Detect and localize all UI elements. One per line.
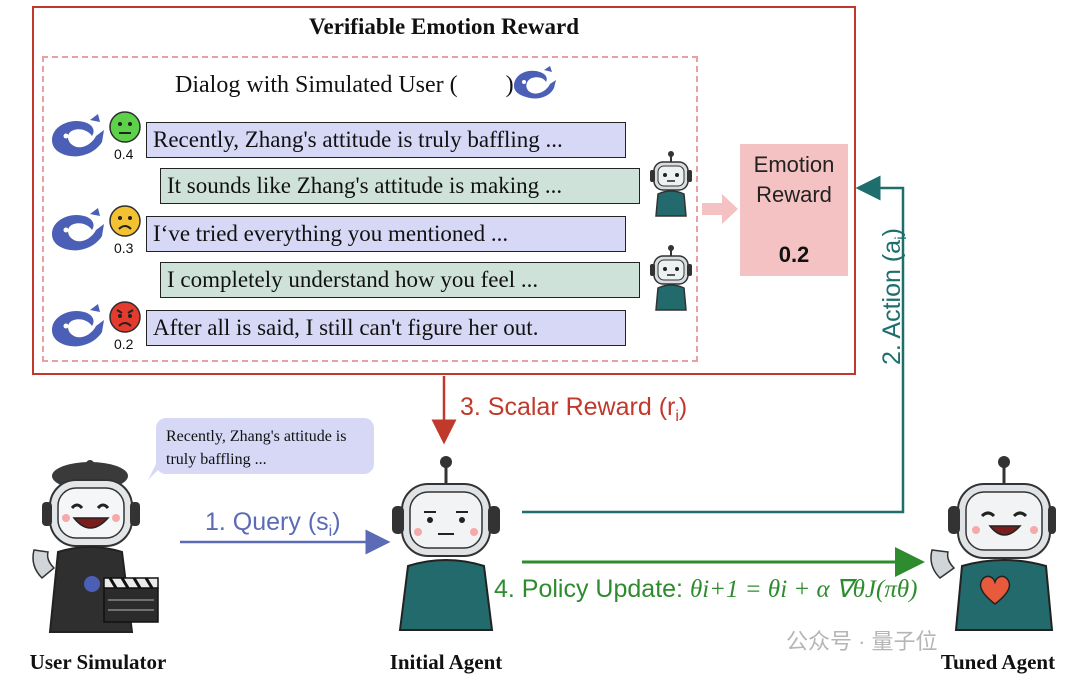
whale-icon: [52, 304, 104, 347]
policy-update-formula: θi+1 = θi + α ∇θJ(πθ): [689, 576, 918, 603]
step-query: 1. Query (si): [205, 508, 341, 540]
robot-icon: [650, 151, 692, 217]
neutral-face-icon: [109, 111, 141, 143]
step-scalar-reward: 3. Scalar Reward (ri): [460, 393, 688, 425]
watermark: 公众号 · 量子位: [786, 629, 938, 654]
user-simulator-label: User Simulator: [29, 650, 167, 674]
heart-icon: [979, 575, 1011, 605]
step1-sub: i: [328, 523, 333, 540]
agent-message-2: I completely understand how you feel ...: [160, 262, 640, 298]
step2-text: 2. Action (a: [878, 239, 906, 365]
step4-text: 4. Policy Update:: [494, 575, 683, 603]
angry-face-icon: [109, 301, 141, 333]
initial-agent-figure: [392, 456, 500, 631]
robot-icon: [650, 245, 692, 311]
whale-icon: [52, 208, 104, 251]
user-message-3: After all is said, I still can't figure …: [146, 310, 626, 346]
tuned-agent-label: Tuned Agent: [940, 650, 1056, 674]
reward-input-arrow: [702, 194, 738, 224]
emotion-score-2: 0.3: [114, 240, 134, 256]
diagram-title: Verifiable Emotion Reward: [308, 14, 579, 39]
dialog-title-prefix: Dialog with Simulated User (: [175, 72, 458, 98]
emotion-reward-box: [740, 144, 848, 276]
initial-agent-label: Initial Agent: [389, 650, 503, 674]
emotion-score-3: 0.2: [114, 336, 134, 352]
reward-label-line2: Reward: [756, 182, 832, 207]
emotion-reward-label: Emotion Reward: [740, 150, 848, 210]
user-message-1: Recently, Zhang's attitude is truly baff…: [146, 122, 626, 158]
step-policy-update: 4. Policy Update: θi+1 = θi + α ∇θJ(πθ): [494, 574, 917, 604]
clapperboard-icon: [103, 577, 159, 623]
verifiable-emotion-reward-box: [32, 6, 856, 375]
tuned-agent-figure: [930, 456, 1056, 631]
step3-text: 3. Scalar Reward (r: [460, 393, 676, 421]
step1-text: 1. Query (s: [205, 508, 329, 536]
agent-message-1: It sounds like Zhang's attitude is makin…: [160, 168, 640, 204]
user-message-2: I‘ve tried everything you mentioned ...: [146, 216, 626, 252]
step-action: 2. Action (ai): [878, 228, 910, 365]
speech-bubble-tail: [148, 456, 172, 480]
emotion-score-1: 0.4: [114, 146, 134, 162]
action-arrow: [522, 175, 905, 514]
reward-label-line1: Emotion: [753, 152, 835, 177]
whale-icon: [52, 114, 104, 157]
step2-sub: i: [893, 236, 910, 240]
dialog-title: Dialog with Simulated User (): [175, 72, 514, 99]
dialog-title-suffix: ): [505, 72, 514, 98]
dialog-box: [42, 56, 698, 362]
sad-face-icon: [109, 205, 141, 237]
emotion-reward-value: 0.2: [778, 242, 810, 267]
speech-bubble-text: Recently, Zhang's attitude is truly baff…: [166, 428, 347, 468]
speech-bubble: [156, 418, 374, 474]
whale-icon: [514, 66, 556, 99]
step3-sub: i: [675, 408, 679, 425]
